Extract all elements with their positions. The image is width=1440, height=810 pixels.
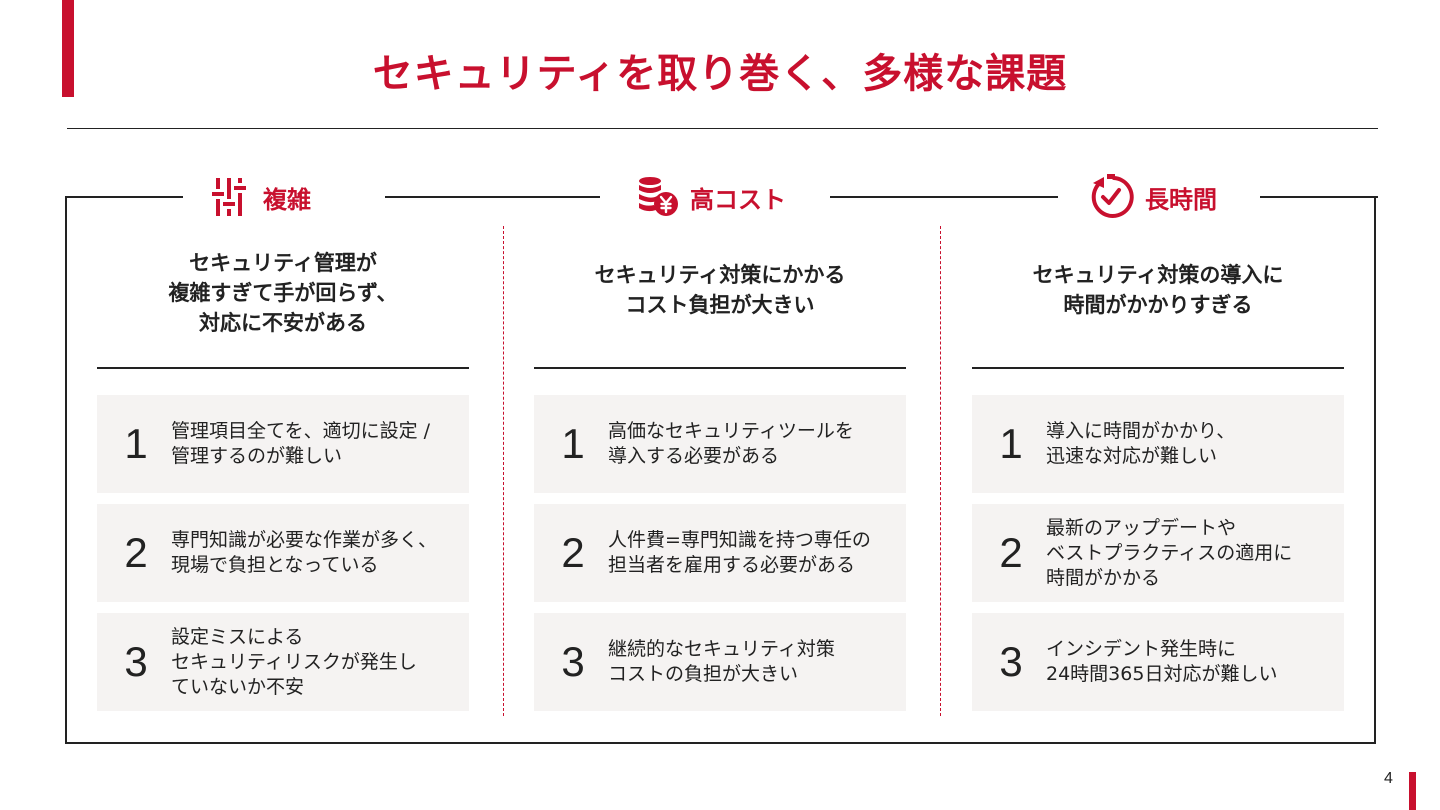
issue-number: 3 xyxy=(561,638,585,685)
column-summary: セキュリティ対策の導入に 時間がかかりすぎる xyxy=(972,260,1344,320)
column-divider xyxy=(940,226,941,716)
issue-card: 1 導入に時間がかかり、 迅速な対応が難しい xyxy=(972,395,1344,493)
issue-text: 専門知識が必要な作業が多く、 現場で負担となっている xyxy=(171,528,445,578)
issue-card: 1 高価なセキュリティツールを 導入する必要がある xyxy=(534,395,906,493)
issue-number: 2 xyxy=(561,529,585,576)
summary-line: セキュリティ対策にかかる xyxy=(594,263,846,287)
issue-line: ていないか不安 xyxy=(171,675,305,698)
footer-accent-bar xyxy=(1409,772,1416,810)
issue-line: インシデント発生時に xyxy=(1046,638,1237,660)
summary-line: セキュリティ管理が xyxy=(189,251,377,275)
column-label: 複雑 xyxy=(263,185,311,214)
issue-text: 継続的なセキュリティ対策 コストの負担が大きい xyxy=(608,637,843,687)
issue-line: 管理項目全てを、適切に設定 / xyxy=(171,420,431,442)
issue-text: 導入に時間がかかり、 迅速な対応が難しい xyxy=(1046,419,1243,469)
issue-line: セキュリティリスクが発生し xyxy=(171,650,417,673)
issue-number: 3 xyxy=(124,638,148,685)
issue-line: 担当者を雇用する必要がある xyxy=(608,554,856,576)
issue-card: 2 専門知識が必要な作業が多く、 現場で負担となっている xyxy=(97,504,469,602)
page-number: 4 xyxy=(1384,770,1393,787)
issue-text: 高価なセキュリティツールを 導入する必要がある xyxy=(608,419,862,469)
issue-text: インシデント発生時に 24時間365日対応が難しい xyxy=(1046,637,1285,687)
frame-top-border xyxy=(65,196,183,198)
issue-card: 2 人件費=専門知識を持つ専任の 担当者を雇用する必要がある xyxy=(534,504,906,602)
column-label: 高コスト xyxy=(690,185,786,214)
issue-line: 現場で負担となっている xyxy=(171,554,379,576)
sliders-icon xyxy=(205,173,253,221)
frame-top-border xyxy=(385,196,600,198)
issue-text: 最新のアップデートや ベストプラクティスの適用に 時間がかかる xyxy=(1046,516,1300,591)
coin-yen-icon xyxy=(632,173,680,221)
issue-number: 2 xyxy=(124,529,148,576)
column-header-complex: 複雑 xyxy=(195,172,321,222)
clock-refresh-icon xyxy=(1087,173,1135,221)
title-divider xyxy=(67,128,1378,129)
summary-line: コスト負担が大きい xyxy=(625,293,815,317)
issue-card: 3 設定ミスによる セキュリティリスクが発生し ていないか不安 xyxy=(97,613,469,711)
issue-line: 人件費=専門知識を持つ専任の xyxy=(608,529,871,551)
issue-text: 人件費=専門知識を持つ専任の 担当者を雇用する必要がある xyxy=(608,528,879,578)
issue-line: ベストプラクティスの適用に xyxy=(1046,541,1293,564)
issue-line: 24時間365日対応が難しい xyxy=(1046,663,1278,685)
summary-line: セキュリティ対策の導入に xyxy=(1032,263,1284,287)
issue-line: 専門知識が必要な作業が多く、 xyxy=(171,529,438,551)
issue-number: 1 xyxy=(999,420,1023,467)
issue-card: 1 管理項目全てを、適切に設定 / 管理するのが難しい xyxy=(97,395,469,493)
issue-card: 3 継続的なセキュリティ対策 コストの負担が大きい xyxy=(534,613,906,711)
issue-number: 2 xyxy=(999,529,1023,576)
issue-line: 迅速な対応が難しい xyxy=(1046,445,1218,467)
issue-number: 3 xyxy=(999,638,1023,685)
summary-line: 時間がかかりすぎる xyxy=(1063,293,1253,317)
slide-title: セキュリティを取り巻く、多様な課題 xyxy=(372,51,1068,97)
issue-line: 継続的なセキュリティ対策 xyxy=(608,638,835,660)
issue-number: 1 xyxy=(561,420,585,467)
content-frame xyxy=(65,196,1376,744)
column-summary: セキュリティ管理が 複雑すぎて手が回らず、 対応に不安がある xyxy=(97,248,469,338)
column-rule xyxy=(97,367,469,369)
issue-line: コストの負担が大きい xyxy=(608,663,799,685)
frame-top-border xyxy=(1260,196,1378,198)
issue-line: 導入する必要がある xyxy=(608,445,780,467)
issue-line: 最新のアップデートや xyxy=(1046,516,1237,539)
issue-text: 管理項目全てを、適切に設定 / 管理するのが難しい xyxy=(171,419,438,469)
issue-text: 設定ミスによる セキュリティリスクが発生し ていないか不安 xyxy=(171,625,425,700)
column-header-high-cost: 高コスト xyxy=(622,172,796,222)
column-header-long-time: 長時間 xyxy=(1077,172,1227,222)
column-label: 長時間 xyxy=(1145,185,1217,214)
issue-number: 1 xyxy=(124,420,148,467)
column-rule xyxy=(972,367,1344,369)
issue-line: 導入に時間がかかり、 xyxy=(1046,420,1236,442)
title-accent-bar xyxy=(62,0,74,97)
issue-line: 時間がかかる xyxy=(1046,566,1161,589)
column-rule xyxy=(534,367,906,369)
frame-top-border xyxy=(830,196,1058,198)
summary-line: 複雑すぎて手が回らず、 xyxy=(168,281,398,305)
column-summary: セキュリティ対策にかかる コスト負担が大きい xyxy=(534,260,906,320)
issue-line: 高価なセキュリティツールを xyxy=(608,420,854,442)
column-divider xyxy=(503,226,504,716)
issue-line: 管理するのが難しい xyxy=(171,445,343,467)
issue-card: 3 インシデント発生時に 24時間365日対応が難しい xyxy=(972,613,1344,711)
issue-line: 設定ミスによる xyxy=(171,625,304,648)
summary-line: 対応に不安がある xyxy=(199,311,367,335)
issue-card: 2 最新のアップデートや ベストプラクティスの適用に 時間がかかる xyxy=(972,504,1344,602)
